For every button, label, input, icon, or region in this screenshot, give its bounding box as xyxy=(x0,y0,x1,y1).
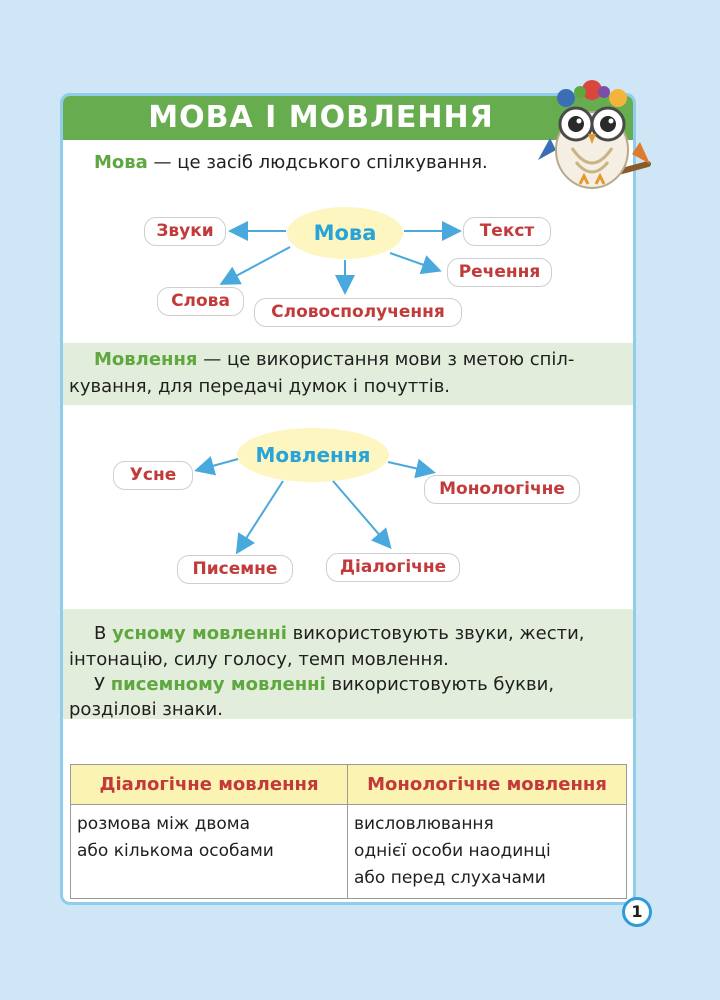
written-line2: розділові знаки. xyxy=(69,699,223,720)
node-usne: Усне xyxy=(113,461,193,490)
definition-movlennia-band xyxy=(63,343,633,405)
term-movlennia: Мовлення xyxy=(94,349,198,370)
owl-mascot-icon xyxy=(538,80,651,189)
term-mova: Мова xyxy=(94,152,148,173)
arrow-to-usne xyxy=(194,456,239,476)
center-ellipse-mova xyxy=(287,207,403,259)
node-slovospoluchennia: Словосполучення xyxy=(254,298,462,327)
node-zvuky: Звуки xyxy=(144,217,226,246)
definition-mova: Мова — це засіб людського спілкування. xyxy=(94,152,614,173)
oral-line1: В усному мовленні використовують звуки, … xyxy=(94,623,585,644)
oral-line2: інтонацію, силу голосу, темп мовлення. xyxy=(69,649,449,670)
node-pysemne: Писемне xyxy=(177,555,293,584)
page-title: МОВА І МОВЛЕННЯ xyxy=(148,100,494,135)
oral-written-band xyxy=(63,609,633,719)
center-label-mova: Мова xyxy=(313,221,377,245)
arrow-to-dialohichne xyxy=(332,480,392,550)
center-label-movlennia: Мовлення xyxy=(255,443,371,467)
node-rechennia: Речення xyxy=(447,258,552,287)
arrow-to-slova xyxy=(219,246,291,285)
definition-mova-text: — це засіб людського спілкування. xyxy=(147,152,488,173)
arrow-to-monolohichne xyxy=(387,458,436,479)
written-line1: У писемному мовленні використовують букв… xyxy=(94,674,555,695)
node-tekst: Текст xyxy=(463,217,551,246)
term-usne-movlennia: усному мовленні xyxy=(112,623,287,644)
header-monolohichne: Монологічне мовлення xyxy=(347,764,627,805)
arrow-to-pysemne xyxy=(235,480,284,555)
term-pysemne-movlennia: писемному мовленні xyxy=(110,674,326,695)
definition-movlennia-line1: Мовлення — це використання мови з метою … xyxy=(94,349,575,370)
node-slova: Слова xyxy=(157,287,244,316)
comparison-table: Діалогічне мовлення Монологічне мовлення… xyxy=(70,764,627,899)
cell-monolohichne: висловлювання однієї особи наодинці або … xyxy=(347,804,627,899)
page-number: 1 xyxy=(622,897,652,927)
cell-dialohichne: розмова між двома або кількома особами xyxy=(70,804,348,899)
node-dialohichne: Діалогічне xyxy=(326,553,460,582)
definition-movlennia-line2: кування, для передачі думок і почуттів. xyxy=(69,376,451,397)
title-bar xyxy=(63,96,633,140)
header-dialohichne: Діалогічне мовлення xyxy=(70,764,348,805)
arrow-to-rechennia xyxy=(389,252,442,275)
node-monolohichne: Монологічне xyxy=(424,475,580,504)
center-ellipse-movlennia xyxy=(237,428,389,482)
